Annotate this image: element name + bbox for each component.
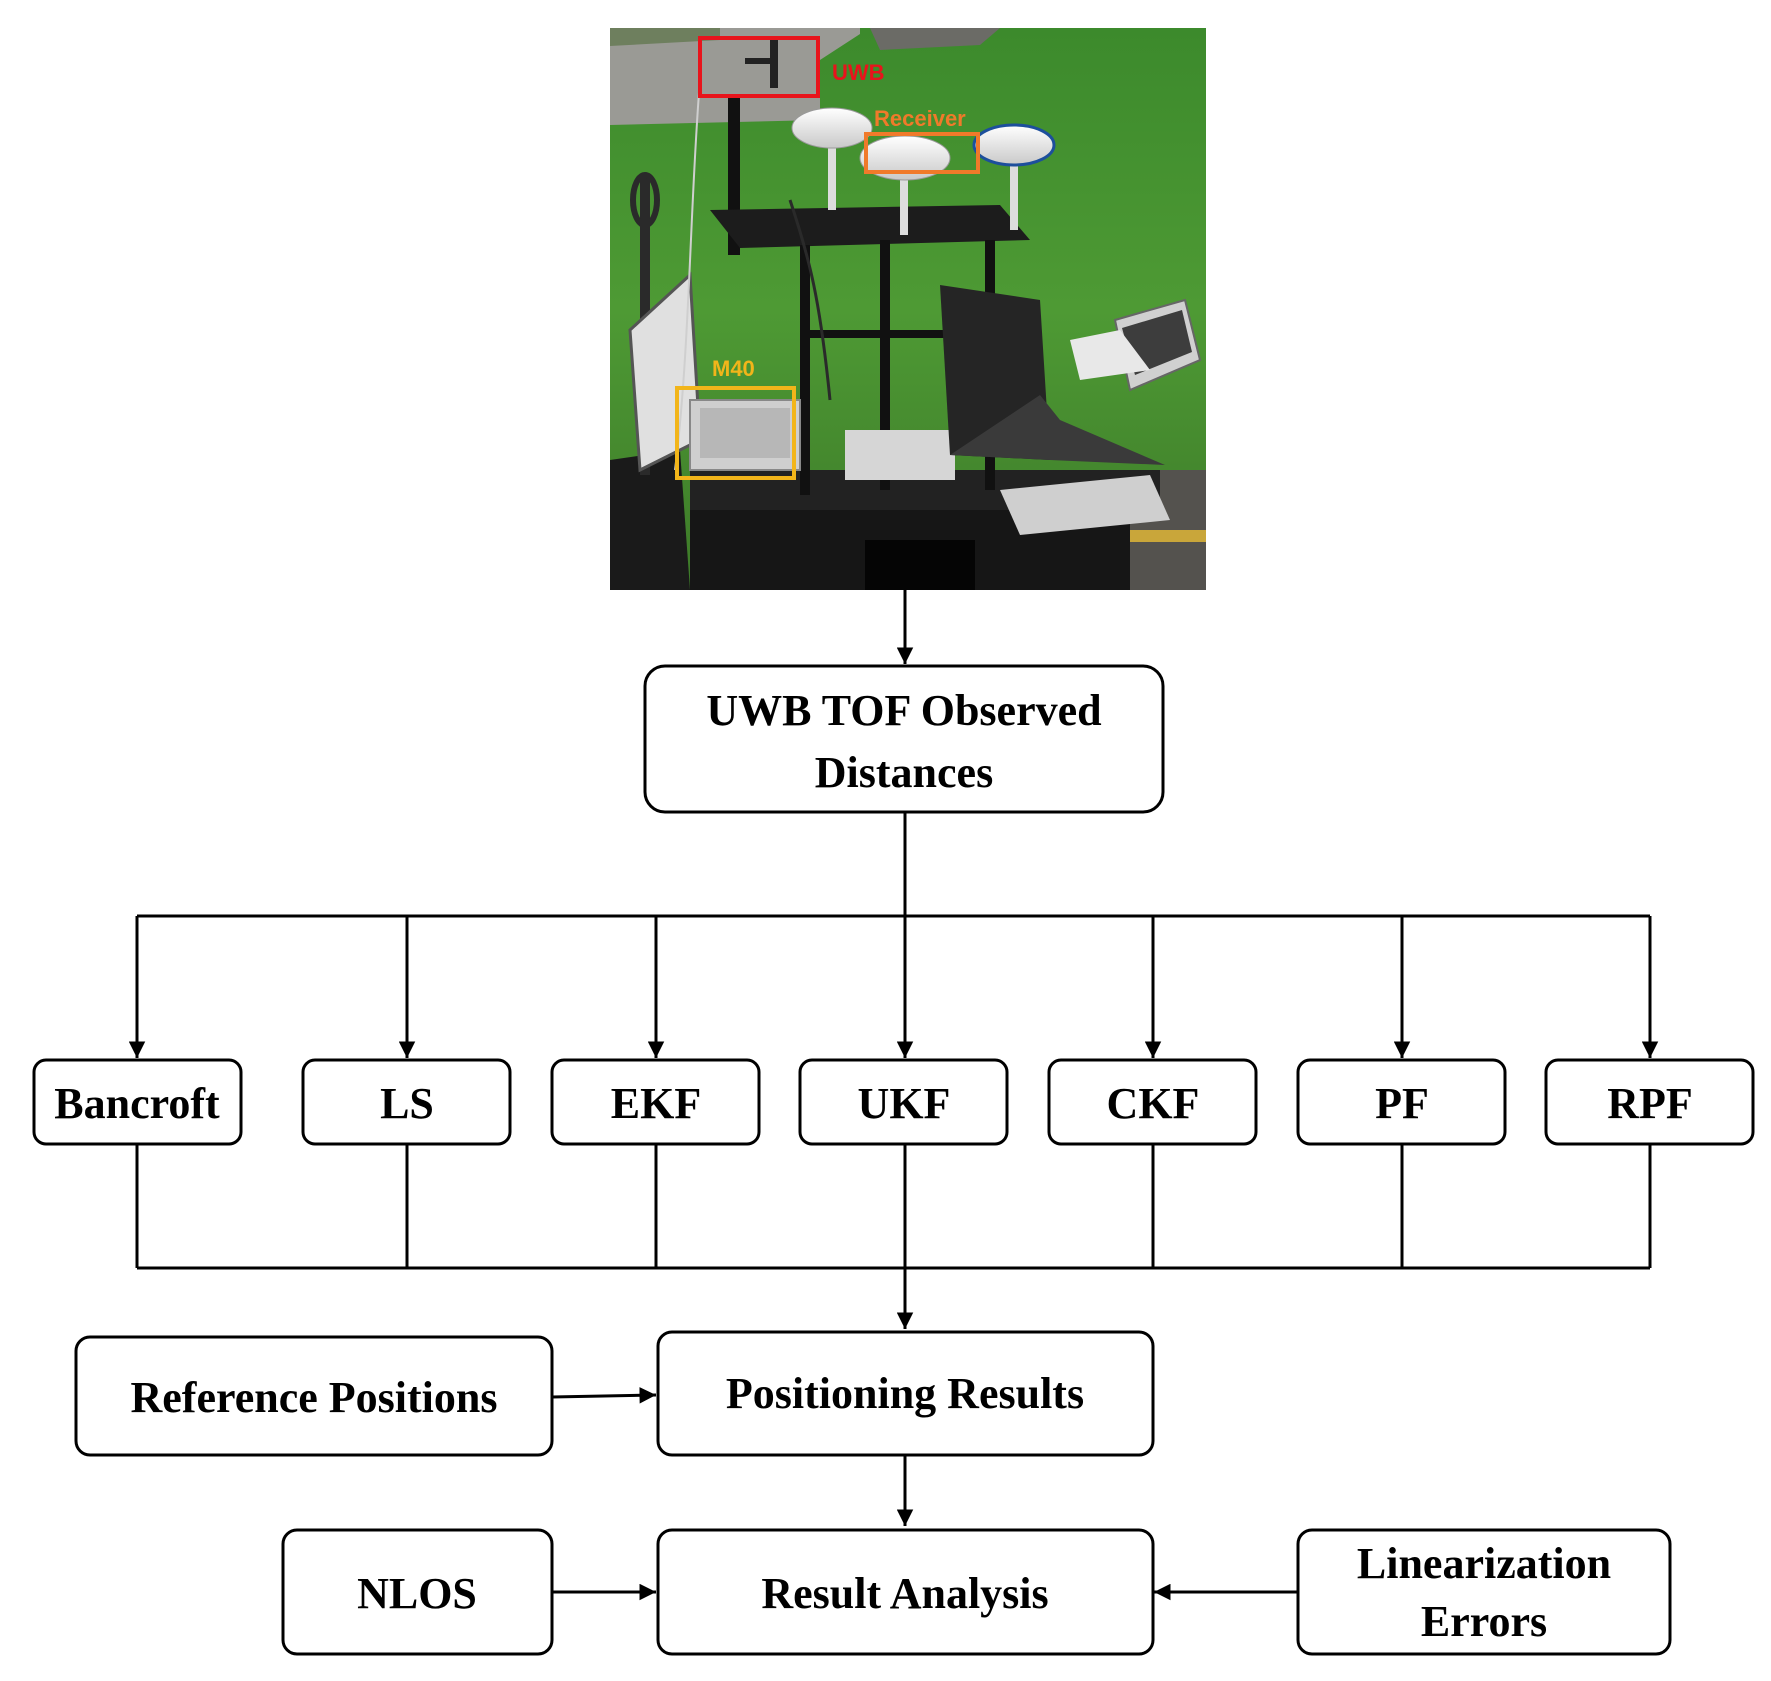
node-ckf: CKF <box>1047 1058 1258 1146</box>
m40-annotation-box <box>675 386 796 480</box>
method-label-rpf: RPF <box>1607 1079 1693 1128</box>
node-observed-distances: UWB TOF Observed Distances <box>643 664 1165 814</box>
node-positioning-results: Positioning Results <box>656 1330 1155 1457</box>
nlos-label: NLOS <box>357 1569 477 1618</box>
node-nlos: NLOS <box>281 1528 554 1656</box>
method-label-bancroft: Bancroft <box>54 1079 220 1128</box>
node-result-analysis: Result Analysis <box>656 1528 1155 1656</box>
positioning-results-label: Positioning Results <box>726 1369 1084 1418</box>
connectors <box>128 590 1659 1601</box>
uwb-annotation-label: UWB <box>832 60 885 85</box>
method-nodes: Bancroft LS EKF UKF CKF PF RPF <box>32 1058 1755 1146</box>
node-ls: LS <box>301 1058 512 1146</box>
method-label-pf: PF <box>1375 1079 1429 1128</box>
node-bancroft: Bancroft <box>32 1058 243 1146</box>
node-rpf: RPF <box>1544 1058 1755 1146</box>
node-reference-positions: Reference Positions <box>74 1335 554 1457</box>
linearization-errors-line2: Errors <box>1421 1597 1547 1646</box>
method-label-ls: LS <box>380 1079 434 1128</box>
result-analysis-label: Result Analysis <box>761 1569 1048 1618</box>
observed-distances-line1: UWB TOF Observed <box>706 686 1101 735</box>
m40-annotation-label: M40 <box>712 356 755 381</box>
receiver-annotation-label: Receiver <box>874 106 966 131</box>
method-label-ukf: UKF <box>858 1079 951 1128</box>
method-label-ekf: EKF <box>611 1079 701 1128</box>
node-ekf: EKF <box>550 1058 761 1146</box>
uwb-annotation-box <box>698 36 820 98</box>
method-label-ckf: CKF <box>1107 1079 1200 1128</box>
reference-positions-label: Reference Positions <box>131 1373 498 1422</box>
rover-photo: UWB Receiver M40 <box>610 28 1206 590</box>
node-ukf: UKF <box>798 1058 1009 1146</box>
node-pf: PF <box>1296 1058 1507 1146</box>
receiver-annotation-box <box>864 132 980 174</box>
linearization-errors-line1: Linearization <box>1357 1539 1611 1588</box>
node-linearization-errors: Linearization Errors <box>1296 1528 1672 1656</box>
observed-distances-line2: Distances <box>815 748 993 797</box>
arrow-reference-to-positioning <box>551 1387 657 1404</box>
